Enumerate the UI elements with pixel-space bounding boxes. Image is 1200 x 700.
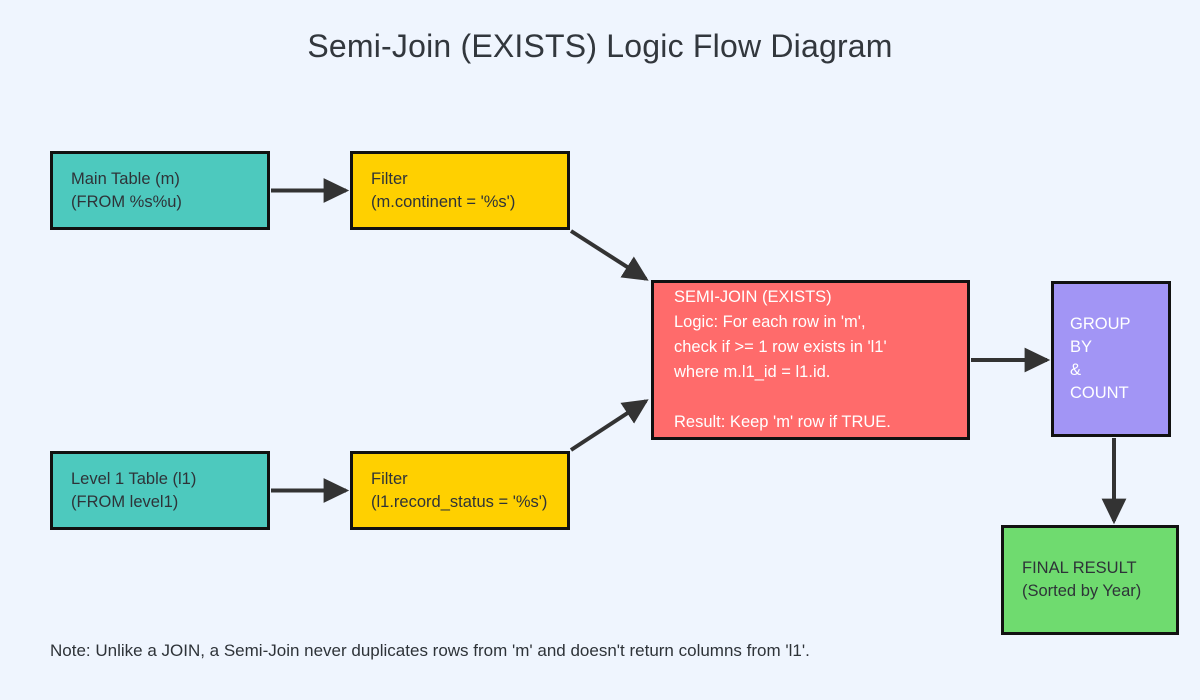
footer-note: Note: Unlike a JOIN, a Semi-Join never d… — [50, 641, 810, 660]
node-semi-join[interactable]: SEMI-JOIN (EXISTS) Logic: For each row i… — [651, 280, 970, 440]
node-semi-join-line4: where m.l1_id = l1.id. — [674, 363, 831, 381]
node-main-table[interactable]: Main Table (m) (FROM %s%u) — [50, 151, 270, 230]
node-group-by-count-line1: GROUP BY — [1070, 315, 1135, 356]
node-semi-join-line2: Logic: For each row in 'm', — [674, 313, 866, 331]
node-semi-join-line3: check if >= 1 row exists in 'l1' — [674, 338, 887, 356]
node-semi-join-line1: SEMI-JOIN (EXISTS) — [674, 288, 832, 306]
node-group-by-count-line3: COUNT — [1070, 384, 1129, 402]
node-filter-level1[interactable]: Filter (l1.record_status = '%s') — [350, 451, 570, 530]
node-main-table-line2: (FROM %s%u) — [71, 192, 182, 211]
node-filter-main[interactable]: Filter (m.continent = '%s') — [350, 151, 570, 230]
page-title: Semi-Join (EXISTS) Logic Flow Diagram — [307, 28, 893, 64]
node-level1-table[interactable]: Level 1 Table (l1) (FROM level1) — [50, 451, 270, 530]
node-final-result[interactable]: FINAL RESULT (Sorted by Year) — [1001, 525, 1179, 635]
node-semi-join-line6: Result: Keep 'm' row if TRUE. — [674, 413, 891, 431]
node-group-by-count-line2: & — [1070, 361, 1082, 379]
node-filter-level1-line1: Filter — [371, 469, 408, 488]
node-semi-join-line5 — [674, 385, 947, 410]
edge-filter-level1-to-semijoin — [569, 399, 649, 452]
node-filter-level1-line2: (l1.record_status = '%s') — [371, 492, 548, 511]
node-final-result-line2: (Sorted by Year) — [1022, 582, 1142, 600]
node-filter-main-line1: Filter — [371, 169, 408, 188]
node-level1-table-line2: (FROM level1) — [71, 492, 179, 511]
node-group-by-count[interactable]: GROUP BY & COUNT — [1051, 281, 1171, 437]
node-final-result-line1: FINAL RESULT — [1022, 559, 1137, 577]
node-filter-main-line2: (m.continent = '%s') — [371, 192, 516, 211]
node-main-table-line1: Main Table (m) — [71, 169, 180, 188]
node-level1-table-line1: Level 1 Table (l1) — [71, 469, 197, 488]
edge-filter-main-to-semijoin — [569, 229, 649, 281]
